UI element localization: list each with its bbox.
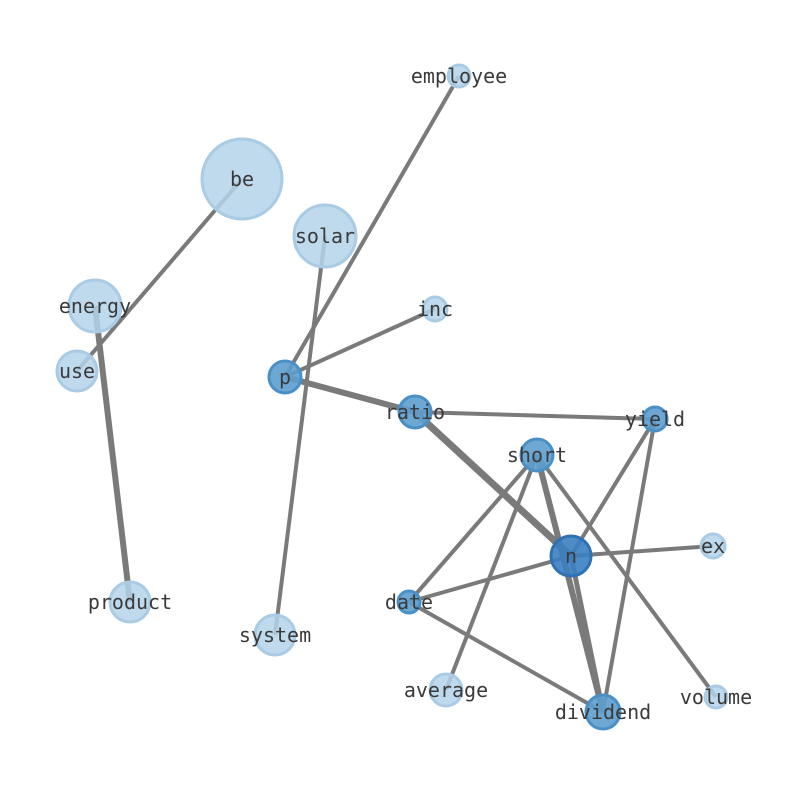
edge-short-average — [444, 454, 539, 691]
node-ex — [699, 532, 727, 560]
node-label-n: n — [565, 544, 577, 568]
node-label-energy: energy — [59, 294, 131, 318]
node-p — [267, 359, 303, 395]
node-average — [428, 672, 464, 708]
edge-n-ex — [570, 544, 714, 558]
node-be — [200, 137, 284, 221]
node-system — [253, 613, 297, 657]
node-ratio — [397, 394, 433, 430]
node-label-date: date — [385, 590, 433, 614]
edge-p-ratio — [284, 374, 416, 415]
node-label-use: use — [59, 359, 95, 383]
node-label-ratio: ratio — [385, 400, 445, 424]
node-yield — [641, 405, 669, 433]
node-volume — [703, 684, 729, 710]
node-label-inc: inc — [417, 297, 453, 321]
edge-solar-system — [273, 235, 327, 636]
node-label-average: average — [404, 678, 488, 702]
edge-ratio-yield — [414, 410, 656, 421]
node-label-short: short — [507, 443, 567, 467]
node-label-ex: ex — [701, 534, 725, 558]
node-use — [55, 349, 99, 393]
node-employee — [446, 63, 472, 89]
edge-p-inc — [284, 307, 436, 379]
node-label-system: system — [239, 623, 311, 647]
node-label-yield: yield — [625, 407, 685, 431]
edge-be-use — [75, 177, 244, 373]
label-layer: employee be solar energy inc use p ratio yield sh… — [59, 64, 752, 724]
node-energy — [67, 278, 123, 334]
edge-energy-product — [92, 305, 133, 603]
edge-layer — [75, 74, 718, 714]
edge-n-dividend — [568, 555, 606, 713]
node-date — [396, 589, 422, 615]
node-label-product: product — [88, 590, 172, 614]
node-label-be: be — [230, 167, 254, 191]
edge-yield-dividend — [601, 418, 657, 713]
node-label-solar: solar — [295, 224, 355, 248]
edge-date-dividend — [408, 600, 604, 714]
node-label-p: p — [279, 365, 291, 389]
edge-short-date — [407, 453, 539, 604]
node-dividend — [584, 693, 622, 731]
node-label-volume: volume — [680, 685, 752, 709]
node-product — [108, 580, 152, 624]
node-layer — [55, 63, 729, 731]
node-label-dividend: dividend — [555, 700, 651, 724]
node-solar — [292, 203, 358, 269]
node-inc — [421, 295, 449, 323]
node-short — [519, 437, 555, 473]
node-label-employee: employee — [411, 64, 507, 88]
edge-yield-n — [569, 417, 657, 558]
node-n — [549, 534, 593, 578]
edge-n-date — [408, 554, 572, 604]
edge-ratio-n — [412, 409, 574, 559]
